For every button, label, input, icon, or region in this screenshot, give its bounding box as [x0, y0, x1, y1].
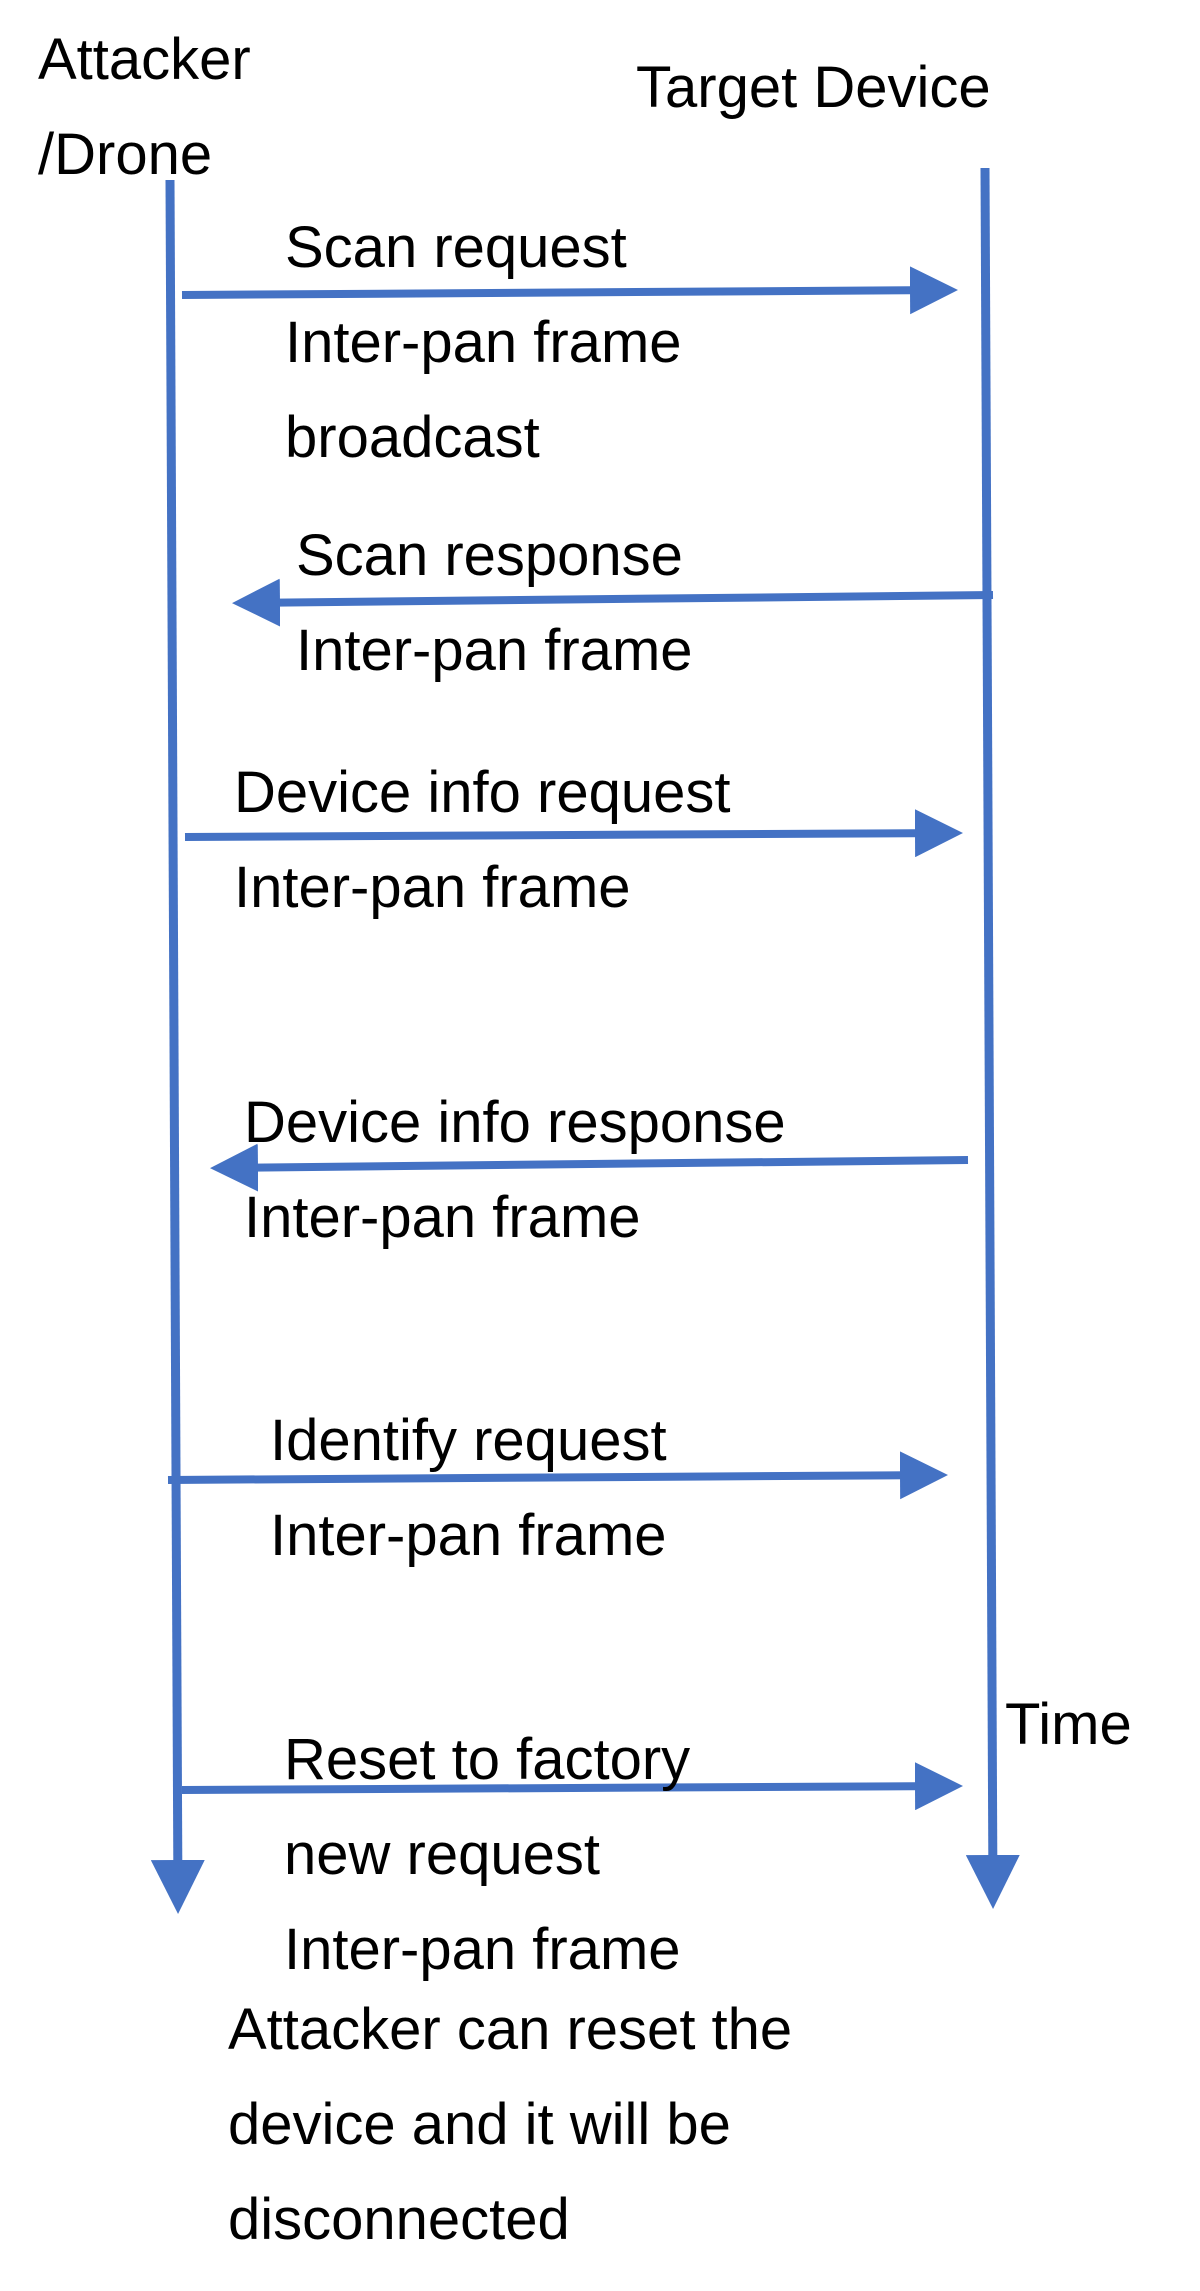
message-5-line-2: Inter-pan frame	[270, 1503, 667, 1568]
attacker-label-line-2: /Drone	[38, 122, 213, 187]
message-1-line-3: broadcast	[285, 405, 540, 470]
message-label-4: Device info response Inter-pan frame	[244, 1075, 786, 1265]
message-4-line-2: Inter-pan frame	[244, 1185, 641, 1250]
conclusion-line-2: device and it will be	[228, 2092, 731, 2157]
message-label-5: Identify request Inter-pan frame	[270, 1393, 667, 1583]
message-label-3: Device info request Inter-pan frame	[234, 745, 730, 935]
message-2-line-2: Inter-pan frame	[296, 618, 693, 683]
message-4-line-1: Device info response	[244, 1090, 786, 1155]
message-3-line-2: Inter-pan frame	[234, 855, 631, 920]
time-label: Time	[1005, 1692, 1132, 1757]
message-arrow-4	[210, 1143, 969, 1192]
message-3-line-1: Device info request	[234, 760, 731, 825]
target-participant-label: Target Device	[636, 55, 991, 120]
message-1-line-2: Inter-pan frame	[285, 310, 682, 375]
message-6-line-1: Reset to factory	[284, 1727, 691, 1792]
conclusion-line-3: disconnected	[228, 2187, 570, 2252]
conclusion-text: Attacker can reset the device and it wil…	[228, 1982, 792, 2267]
message-label-1: Scan request Inter-pan frame broadcast	[285, 200, 682, 485]
target-lifeline	[965, 167, 1020, 1909]
message-arrow-1	[181, 266, 958, 315]
attacker-label-line-1: Attacker	[38, 27, 251, 92]
message-arrow-2	[232, 578, 994, 627]
message-2-line-1: Scan response	[296, 523, 683, 588]
message-6-line-3: Inter-pan frame	[284, 1917, 681, 1982]
message-5-line-1: Identify request	[270, 1408, 667, 1473]
message-6-line-2: new request	[284, 1822, 600, 1887]
message-arrow-6	[181, 1762, 963, 1811]
message-1-line-1: Scan request	[285, 215, 627, 280]
message-label-6: Reset to factory new request Inter-pan f…	[284, 1712, 690, 1997]
message-label-2: Scan response Inter-pan frame	[296, 508, 693, 698]
conclusion-line-1: Attacker can reset the	[228, 1997, 793, 2062]
attacker-lifeline	[150, 179, 205, 1914]
message-arrow-3	[184, 809, 963, 858]
attacker-participant-label: Attacker /Drone	[38, 12, 251, 202]
message-arrow-5	[167, 1451, 948, 1500]
